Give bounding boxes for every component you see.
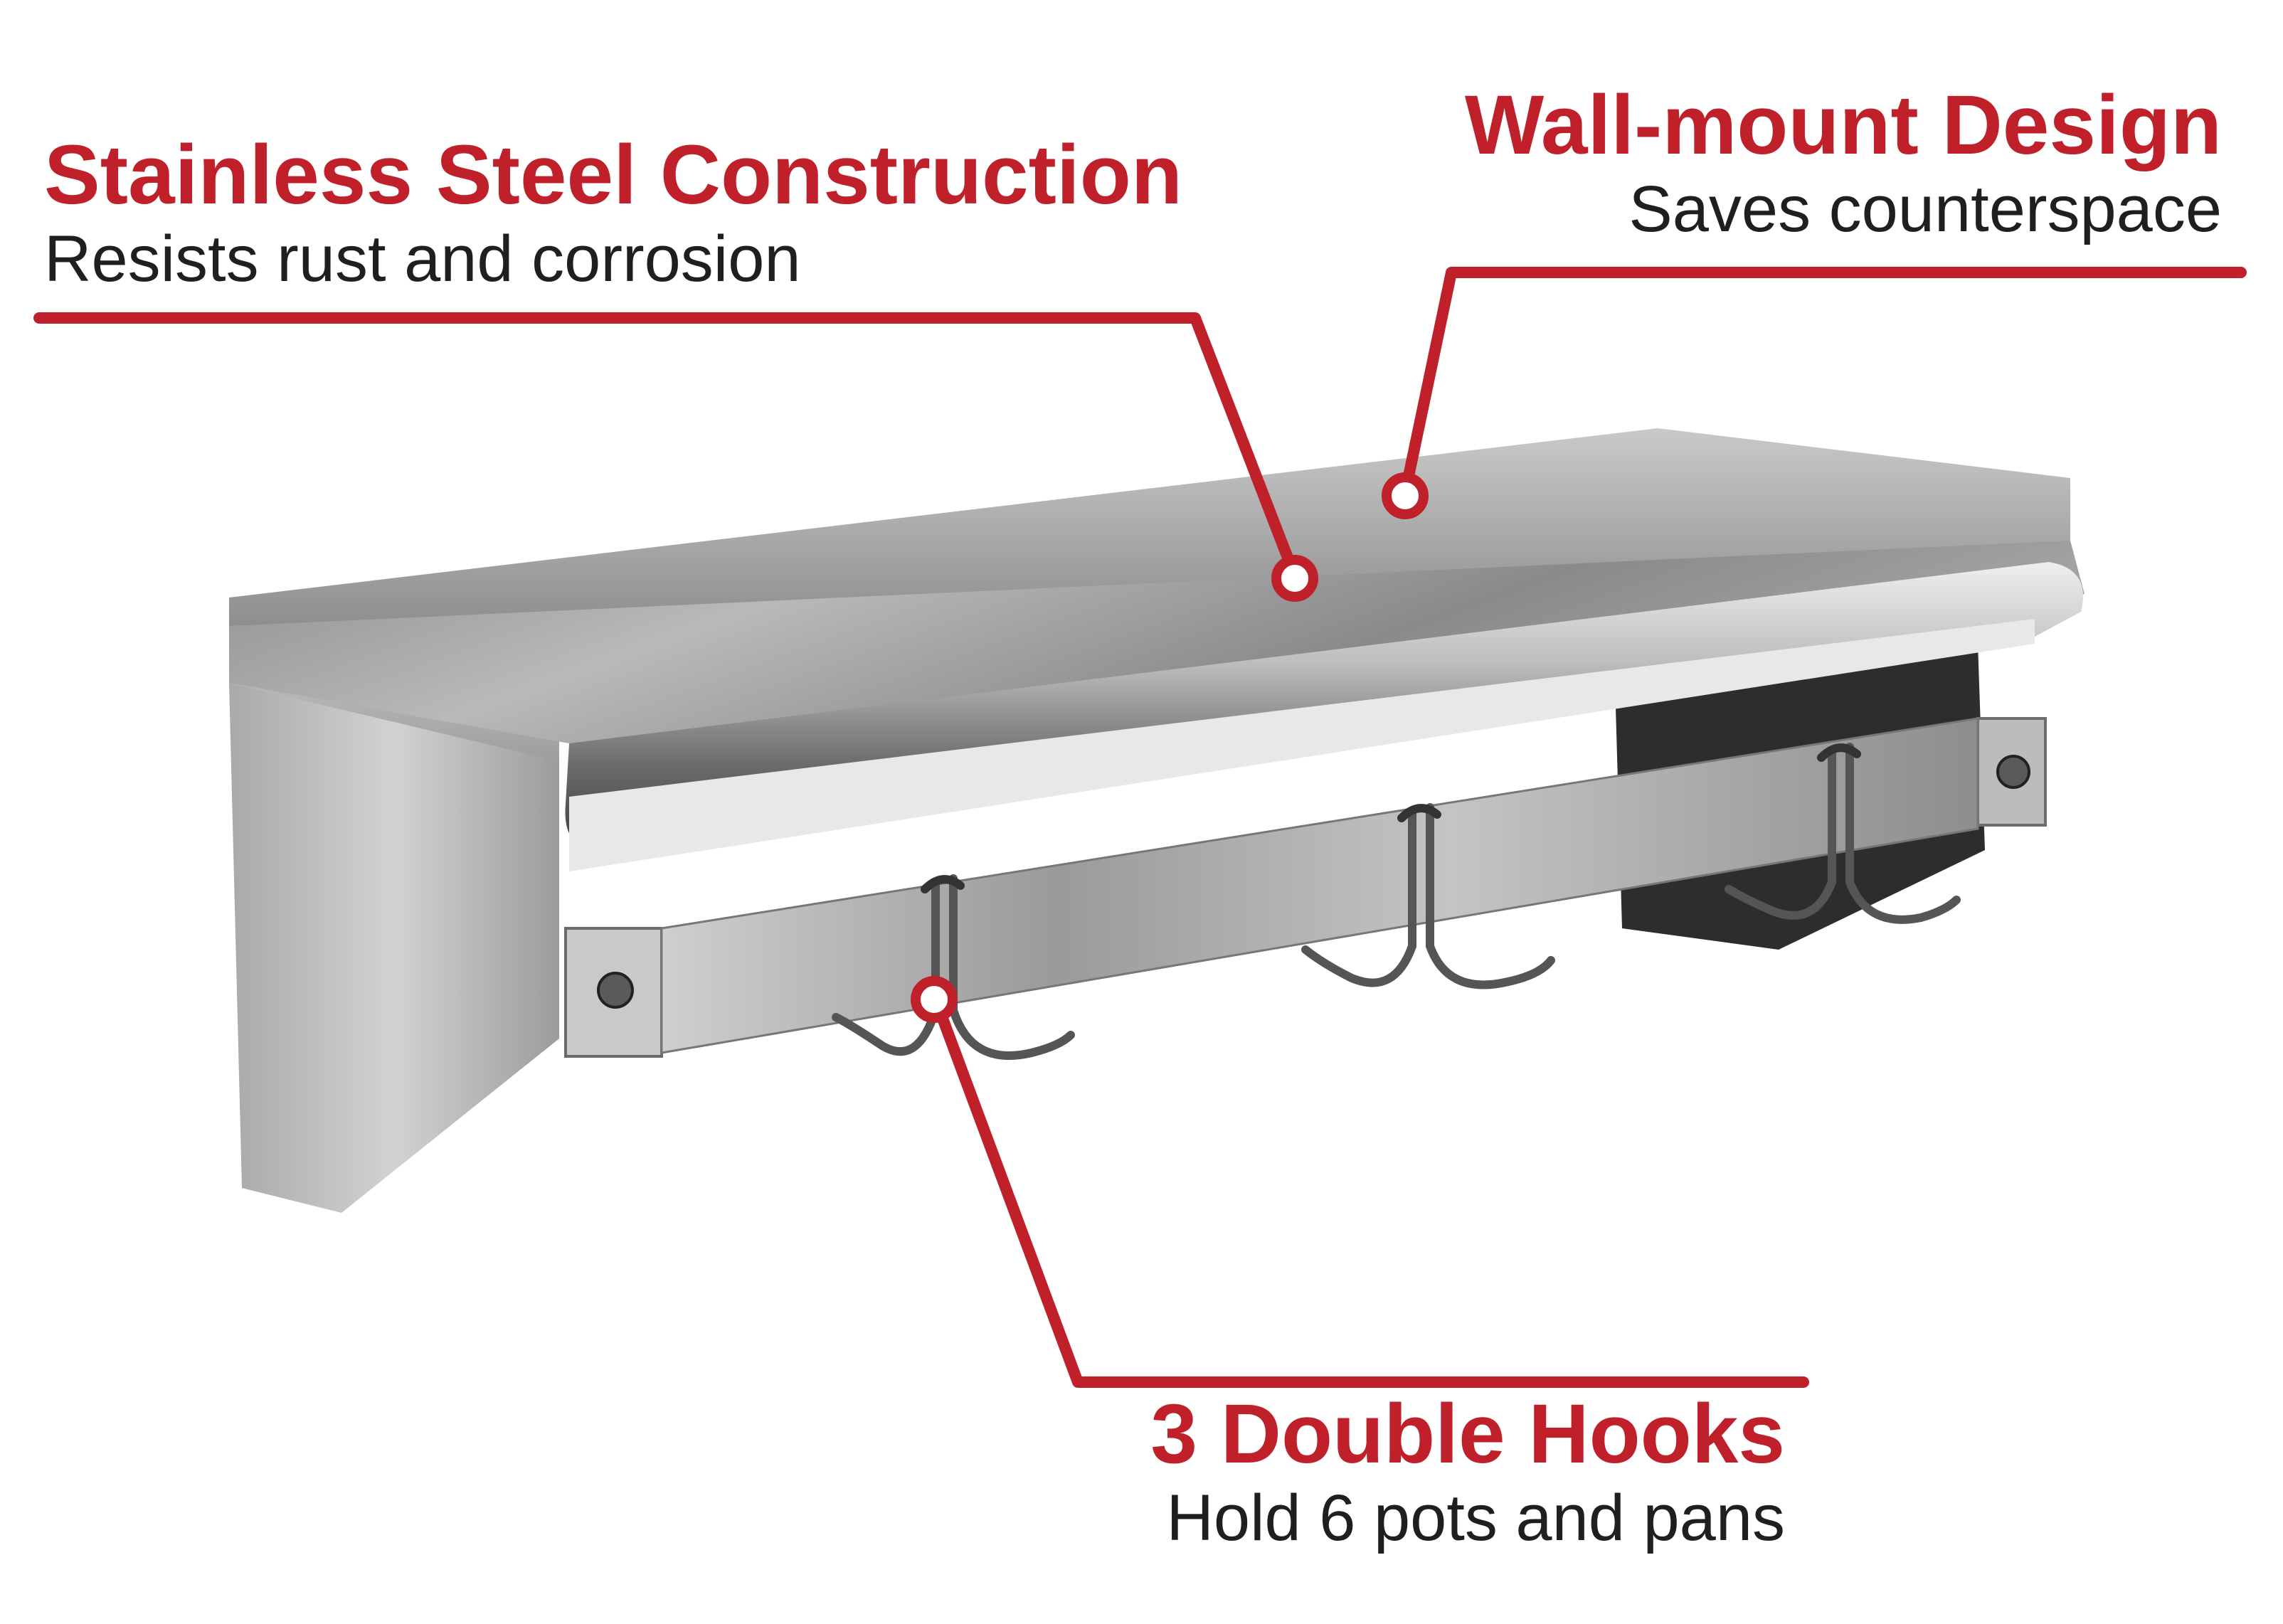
callout-hooks-title: 3 Double Hooks	[1150, 1387, 1785, 1481]
right-bolt	[1996, 755, 2030, 789]
callout-dot-hooks	[911, 976, 958, 1023]
callout-wall-title: Wall-mount Design	[1464, 78, 2222, 172]
shelf-top	[229, 541, 2085, 743]
left-side-panel	[229, 598, 559, 1213]
leader-line-steel	[33, 312, 1301, 582]
shelf-backsplash	[229, 428, 2070, 626]
double-hook-1	[832, 874, 1075, 1060]
callout-double-hooks: 3 Double Hooks Hold 6 pots and pans	[1150, 1387, 1785, 1557]
callout-steel-title: Stainless Steel Construction	[44, 128, 1182, 222]
left-bolt	[597, 972, 634, 1009]
callout-wall-mount: Wall-mount Design Saves counterspace	[1464, 78, 2222, 248]
shelf-underside	[569, 619, 2035, 871]
hook-bar	[660, 717, 1979, 1054]
leader-line-wall	[1399, 267, 2247, 499]
double-hook-3	[1725, 743, 1961, 924]
callout-steel-subtitle: Resists rust and corrosion	[44, 222, 801, 295]
callout-hooks-subtitle: Hold 6 pots and pans	[1166, 1481, 1785, 1554]
callout-dot-wall	[1382, 472, 1429, 519]
callout-wall-subtitle: Saves counterspace	[1628, 172, 2222, 245]
double-hook-2	[1301, 803, 1555, 989]
callout-steel-construction: Stainless Steel Construction Resists rus…	[44, 128, 1182, 298]
leader-line-hooks	[930, 994, 1809, 1388]
callout-dot-steel	[1271, 555, 1318, 602]
